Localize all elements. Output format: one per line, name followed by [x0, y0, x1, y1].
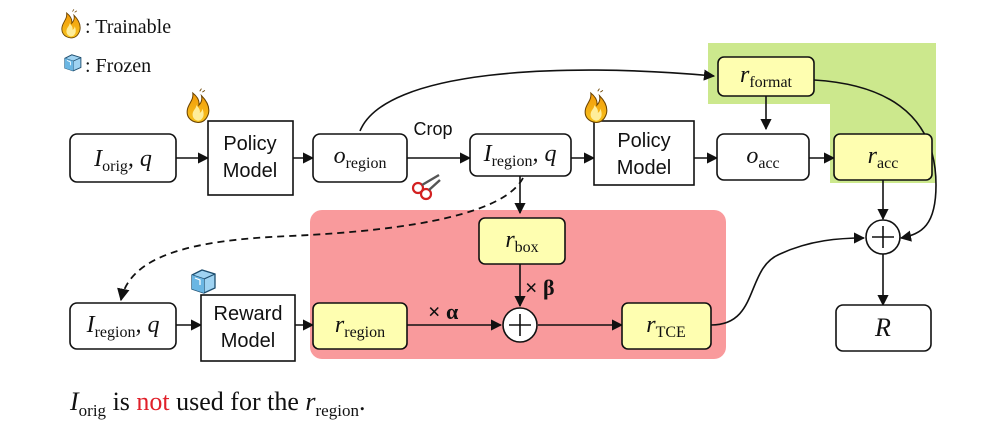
- o-region-node: oregion: [312, 133, 408, 183]
- R-node: R: [835, 304, 932, 352]
- caption-is: is: [106, 387, 136, 416]
- legend-trainable-label: : Trainable: [85, 16, 171, 38]
- ice-cube-icon: [191, 269, 216, 294]
- svg-text:rformat: rformat: [740, 62, 793, 91]
- r-format-sub: format: [749, 74, 792, 91]
- r-acc-node: racc: [833, 133, 933, 181]
- o-acc-main: o: [746, 143, 758, 169]
- scissors-icon: [411, 173, 441, 201]
- flame-icon: [584, 88, 608, 124]
- r-tce-sub: TCE: [656, 324, 686, 341]
- reward-line1: Reward: [214, 303, 283, 325]
- input-orig-suffix: , q: [128, 146, 152, 172]
- flame-icon: [61, 9, 81, 39]
- reward-line2: Model: [221, 330, 275, 352]
- o-region-sub: region: [346, 155, 387, 172]
- sum-node-tce: [502, 307, 538, 343]
- svg-text:oregion: oregion: [334, 143, 387, 172]
- crop-label: Crop: [413, 119, 452, 139]
- input-region-sub: region: [492, 153, 533, 170]
- caption: Iorig is not used for the rregion.: [69, 387, 365, 420]
- svg-text:rTCE: rTCE: [646, 312, 686, 341]
- svg-text:oacc: oacc: [746, 143, 779, 172]
- svg-text:Iregion, q: Iregion, q: [483, 141, 557, 170]
- svg-text:Iregion, q: Iregion, q: [86, 312, 160, 341]
- svg-text:rregion: rregion: [335, 312, 385, 341]
- r-region-node: rregion: [312, 302, 408, 350]
- r-format-main: r: [740, 62, 750, 88]
- input-orig-node: Iorig, q: [69, 133, 177, 183]
- r-box-main: r: [505, 227, 515, 253]
- r-box-node: rbox: [478, 217, 566, 265]
- caption-r-sub: region: [316, 401, 360, 420]
- input-region2-main: I: [86, 312, 96, 338]
- beta-label: × β: [525, 275, 555, 300]
- r-format-node: rformat: [717, 56, 815, 97]
- reward-model: Reward Model: [200, 294, 296, 362]
- arrow-rtce-to-sum: [710, 232, 866, 326]
- r-region-sub: region: [344, 324, 385, 341]
- r-box-sub: box: [515, 239, 539, 256]
- policy-2-line2: Model: [617, 157, 671, 179]
- caption-i-main: I: [69, 387, 80, 416]
- r-region-main: r: [335, 312, 345, 338]
- input-region2-suffix: , q: [135, 312, 159, 338]
- alpha-label: × α: [428, 299, 459, 324]
- o-acc-node: oacc: [716, 133, 810, 181]
- policy-model-2: Policy Model: [593, 120, 695, 186]
- r-tce-node: rTCE: [621, 302, 712, 350]
- caption-rest: used for the: [170, 387, 306, 416]
- ice-cube-icon: [64, 54, 82, 72]
- input-orig-sub: orig: [102, 158, 128, 175]
- caption-i-sub: orig: [79, 401, 107, 420]
- svg-text:racc: racc: [868, 143, 899, 172]
- svg-text:rbox: rbox: [505, 227, 538, 256]
- r-acc-main: r: [868, 143, 878, 169]
- sum-node-final: [865, 219, 901, 255]
- input-region-suffix: , q: [532, 141, 556, 167]
- r-tce-main: r: [646, 312, 656, 338]
- o-region-main: o: [334, 143, 346, 169]
- o-acc-sub: acc: [758, 155, 779, 172]
- policy-1-line1: Policy: [223, 133, 276, 155]
- input-orig-main: I: [93, 146, 103, 172]
- policy-2-line1: Policy: [617, 130, 670, 152]
- input-region2-sub: region: [95, 324, 136, 341]
- caption-not: not: [136, 387, 170, 416]
- R-label: R: [874, 313, 891, 342]
- input-region2-node: Iregion, q: [69, 302, 177, 350]
- dashed-arrow-iregion-to-reward-input: [117, 177, 524, 302]
- policy-model-1: Policy Model: [207, 120, 294, 196]
- policy-1-line2: Model: [223, 160, 277, 182]
- r-acc-sub: acc: [877, 155, 898, 172]
- caption-r-main: r: [305, 387, 316, 416]
- svg-text:Iorig, q: Iorig, q: [93, 146, 152, 175]
- input-region-main: I: [483, 141, 493, 167]
- legend-frozen-label: : Frozen: [85, 55, 151, 77]
- arrow-rformat-to-sum: [813, 79, 937, 242]
- arrow-oregion-to-rformat: [359, 69, 716, 132]
- flame-icon: [186, 88, 210, 124]
- input-region-node: Iregion, q: [469, 133, 572, 177]
- caption-end: .: [359, 387, 366, 416]
